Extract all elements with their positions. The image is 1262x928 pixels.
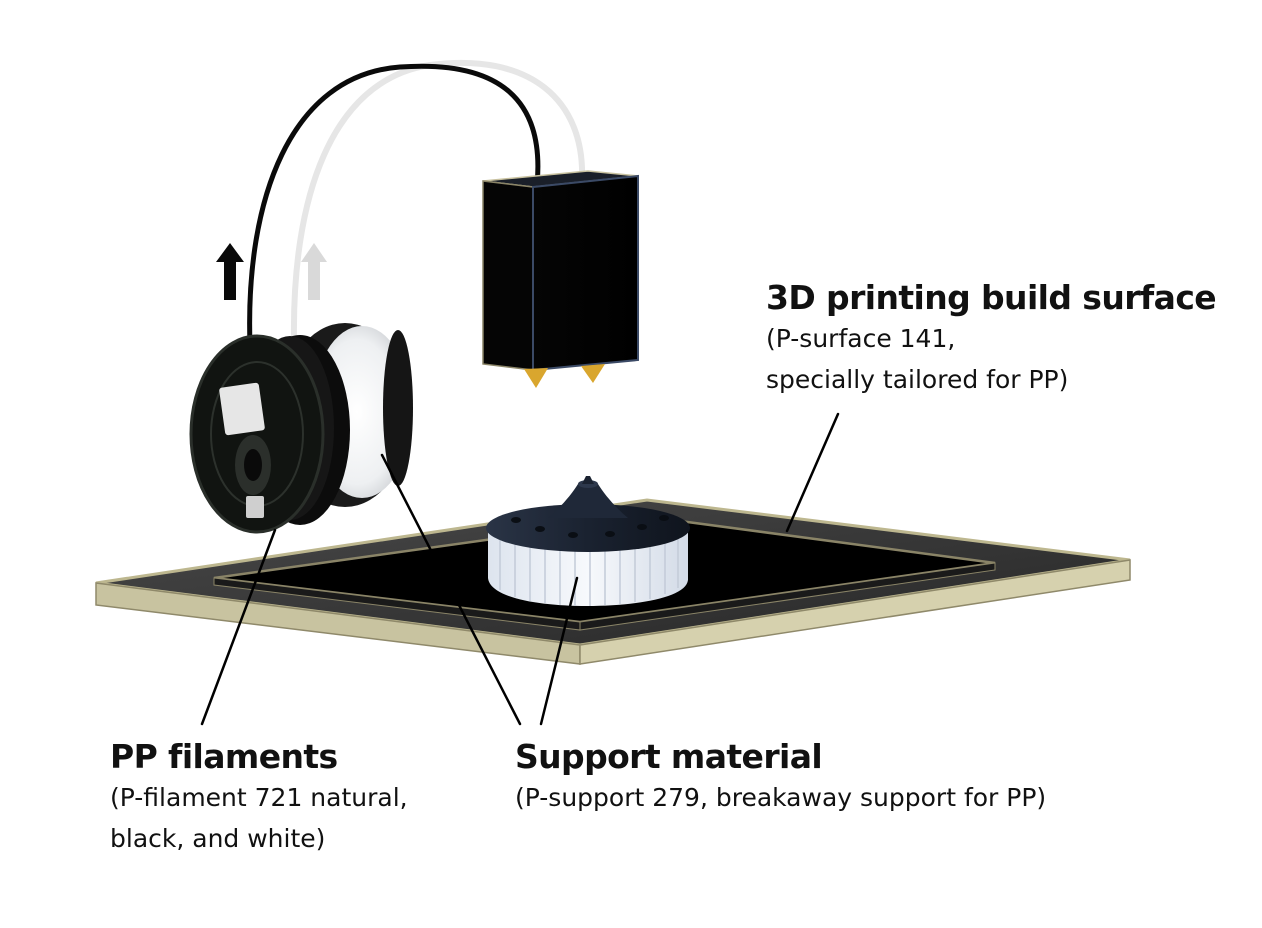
- filaments-title: PP filaments: [110, 737, 338, 776]
- printed-part: [486, 476, 690, 606]
- print-head: [482, 170, 639, 388]
- filaments-label: PP filaments (P-filament 721 natural, bl…: [110, 737, 408, 859]
- build-surface-title: 3D printing build surface: [766, 278, 1217, 317]
- leader-lines: [200, 412, 840, 726]
- build-surface-detail-line2: specially tailored for PP): [766, 365, 1069, 394]
- nozzle-left: [524, 368, 548, 388]
- support-ribs: [499, 538, 679, 606]
- nozzle-right: [581, 364, 605, 383]
- filaments-detail-line2: black, and white): [110, 824, 326, 853]
- support-label: Support material (P-support 279, breakaw…: [515, 737, 1046, 818]
- print-head-front-face: [532, 174, 639, 372]
- filament-tubes: [247, 59, 586, 348]
- part-holes: [511, 515, 669, 538]
- print-head-left-face: [482, 180, 534, 371]
- part-tip: [582, 476, 594, 484]
- leader-line-filaments: [200, 528, 277, 726]
- build-surface-detail-line1: (P-surface 141,: [766, 324, 956, 353]
- filaments-detail-line1: (P-filament 721 natural,: [110, 783, 408, 812]
- support-title: Support material: [515, 737, 823, 776]
- spool-label: [219, 382, 265, 436]
- black-filament-spool: [189, 334, 350, 534]
- build-surface-label: 3D printing build surface (P-surface 141…: [766, 278, 1217, 400]
- leader-line-build-surface: [785, 412, 840, 533]
- part-cone: [548, 484, 628, 518]
- leader-line-support-to-part: [539, 576, 579, 726]
- build-plate-side-edge: [579, 559, 1131, 665]
- filament-spools: [189, 323, 413, 534]
- black-filament-tube: [247, 63, 541, 348]
- arrow-up-icon: [301, 243, 327, 300]
- support-detail-line1: (P-support 279, breakaway support for PP…: [515, 783, 1047, 812]
- build-surface-side-edge: [579, 562, 996, 631]
- part-disc: [486, 504, 690, 552]
- leader-line-support-to-spool: [380, 453, 522, 726]
- arrow-up-icon: [216, 243, 244, 300]
